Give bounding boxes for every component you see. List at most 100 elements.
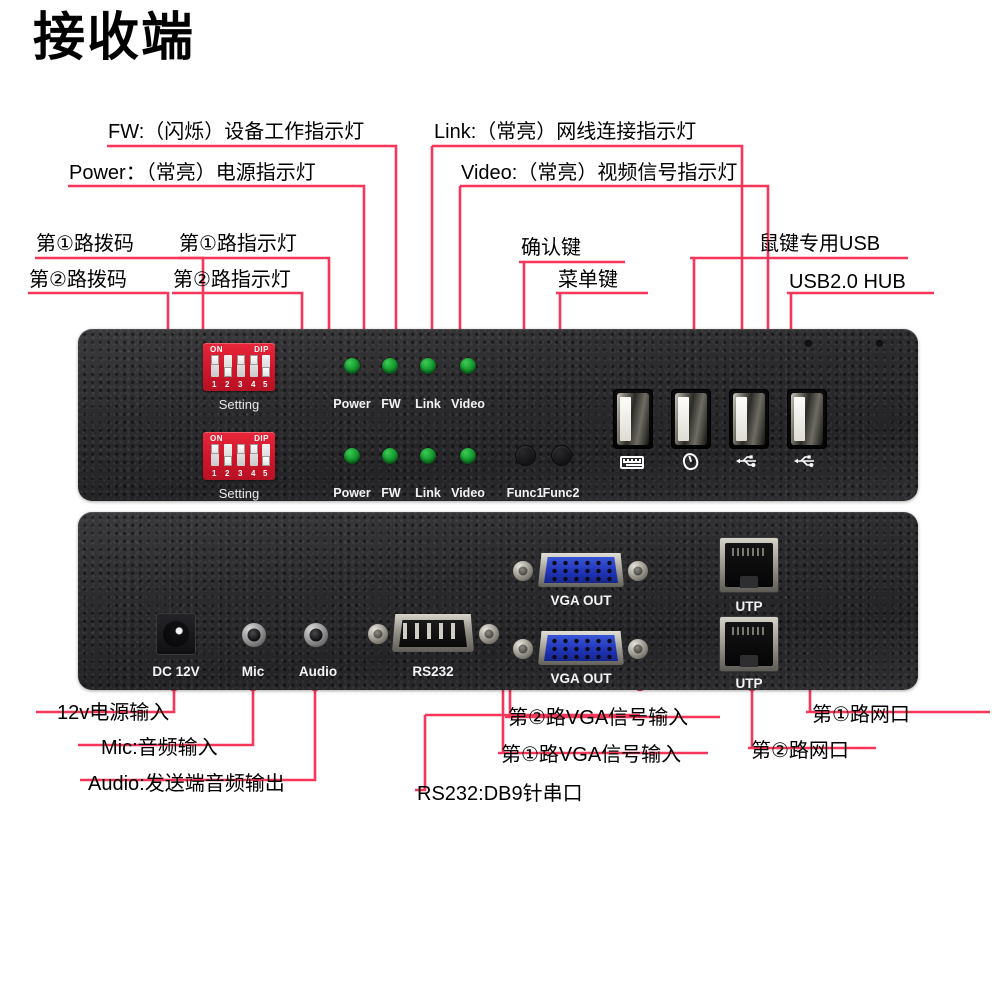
screw-hole: [805, 340, 812, 347]
annotation-leds1: 第①路指示灯: [179, 233, 297, 255]
dip-toggle[interactable]: [250, 355, 258, 377]
utp-label-2: UTP: [735, 676, 763, 691]
keyboard-icon: [684, 233, 708, 246]
dip-number: 4: [251, 380, 256, 389]
dc-power-jack[interactable]: [156, 613, 196, 655]
dip-toggle[interactable]: [224, 444, 232, 466]
usb-port-keyboard[interactable]: [613, 389, 653, 449]
mic-jack[interactable]: [241, 622, 267, 648]
led-video-1: [460, 358, 476, 374]
annotation-utp2: 第②路网口: [751, 740, 849, 762]
led-video-2: [460, 448, 476, 464]
vga-out-port-2[interactable]: [538, 631, 624, 665]
dip-toggle[interactable]: [237, 355, 245, 377]
func1-button[interactable]: [515, 445, 536, 466]
led-power-1: [344, 358, 360, 374]
led-label-link-2: Link: [415, 486, 441, 500]
led-label-video-2: Video: [451, 486, 485, 500]
dip-switch-1[interactable]: ON DIP 1 2 3 4 5: [203, 343, 275, 391]
led-label-power-1: Power: [333, 397, 371, 411]
annotation-rs232: RS232:DB9针串口: [417, 783, 583, 805]
dip-toggle[interactable]: [224, 355, 232, 377]
mic-label: Mic: [241, 664, 265, 679]
annotation-audio-out: Audio:发送端音频输出: [88, 773, 285, 795]
led-fw-2: [382, 448, 398, 464]
mouse-icon: [714, 229, 735, 250]
utp-port-2[interactable]: [719, 616, 779, 672]
annotation-fw: FW:（闪烁）设备工作指示灯: [108, 121, 365, 143]
annotation-dip1: 第①路拨码: [36, 233, 134, 255]
usb-icon: [736, 455, 756, 467]
annotation-link: Link:（常亮）网线连接指示灯: [434, 121, 697, 143]
led-fw-1: [382, 358, 398, 374]
dip-toggle[interactable]: [262, 355, 270, 377]
rear-panel: DC 12V Mic Audio RS232 VGA OUT VGA OUT: [78, 512, 918, 691]
dip-number: 1: [212, 380, 217, 389]
vga-out-label-2: VGA OUT: [550, 671, 612, 686]
vga-out-label-1: VGA OUT: [550, 593, 612, 608]
front-panel: ON DIP 1 2 3 4 5 Setting ON DIP: [78, 329, 918, 501]
dip-dip-label: DIP: [254, 434, 269, 443]
utp-label-1: UTP: [735, 599, 763, 614]
func1-label: Func1: [506, 486, 544, 500]
dip-toggle[interactable]: [250, 444, 258, 466]
annotation-power: Power：（常亮）电源指示灯: [69, 162, 316, 184]
annotation-leds2: 第②路指示灯: [173, 269, 291, 291]
page-title: 接收端: [33, 9, 196, 67]
dip-number: 4: [251, 469, 256, 478]
dip-number: 5: [263, 380, 268, 389]
dip-number: 2: [225, 380, 230, 389]
audio-label: Audio: [298, 664, 338, 679]
dip-toggle[interactable]: [262, 444, 270, 466]
dc-label: DC 12V: [152, 664, 200, 679]
db9-screwpost-right: [478, 623, 500, 645]
screw-hole: [876, 340, 883, 347]
annotation-dc-in: 12v电源输入: [57, 702, 170, 724]
dip-number: 3: [238, 380, 243, 389]
led-power-2: [344, 448, 360, 464]
annotation-vga1-in: 第①路VGA信号输入: [501, 744, 682, 766]
dip-number: 5: [263, 469, 268, 478]
func2-button[interactable]: [551, 445, 572, 466]
dip-number: 2: [225, 469, 230, 478]
annotation-menu-key: 菜单键: [558, 269, 618, 291]
keyboard-icon: [620, 456, 644, 469]
annotation-km-usb: 鼠键专用USB: [759, 233, 881, 255]
dip-setting-caption-1: Setting: [218, 397, 260, 412]
usb-port-mouse[interactable]: [671, 389, 711, 449]
vga2-screwpost-right: [627, 638, 649, 660]
annotation-utp1: 第①路网口: [812, 704, 910, 726]
annotation-usb-hub: USB2.0 HUB: [789, 271, 906, 293]
rs232-db9-port[interactable]: [392, 614, 474, 652]
utp-port-1[interactable]: [719, 537, 779, 593]
annotation-video: Video:（常亮）视频信号指示灯: [461, 162, 738, 184]
usb-port-hub-1[interactable]: [729, 389, 769, 449]
dip-toggle[interactable]: [211, 444, 219, 466]
led-label-power-2: Power: [333, 486, 371, 500]
usb-icon: [794, 455, 814, 467]
func2-label: Func2: [542, 486, 580, 500]
led-label-fw-1: FW: [381, 397, 401, 411]
mouse-icon: [680, 451, 701, 472]
led-link-1: [420, 358, 436, 374]
led-label-video-1: Video: [451, 397, 485, 411]
dip-setting-caption-2: Setting: [218, 486, 260, 501]
dip-switch-2[interactable]: ON DIP 1 2 3 4 5: [203, 432, 275, 480]
km-glyph-group: [684, 229, 735, 250]
led-label-link-1: Link: [415, 397, 441, 411]
dip-on-label: ON: [210, 434, 223, 443]
annotation-mic-in: Mic:音频输入: [101, 737, 218, 759]
audio-jack[interactable]: [303, 622, 329, 648]
vga1-screwpost-right: [627, 560, 649, 582]
dip-number: 1: [212, 469, 217, 478]
dip-toggle[interactable]: [237, 444, 245, 466]
dip-toggle[interactable]: [211, 355, 219, 377]
annotation-dip2: 第②路拨码: [29, 269, 127, 291]
vga2-screwpost-left: [512, 638, 534, 660]
db9-screwpost-left: [367, 623, 389, 645]
rs232-label: RS232: [412, 664, 454, 679]
usb-port-hub-2[interactable]: [787, 389, 827, 449]
dip-on-label: ON: [210, 345, 223, 354]
vga-out-port-1[interactable]: [538, 553, 624, 587]
